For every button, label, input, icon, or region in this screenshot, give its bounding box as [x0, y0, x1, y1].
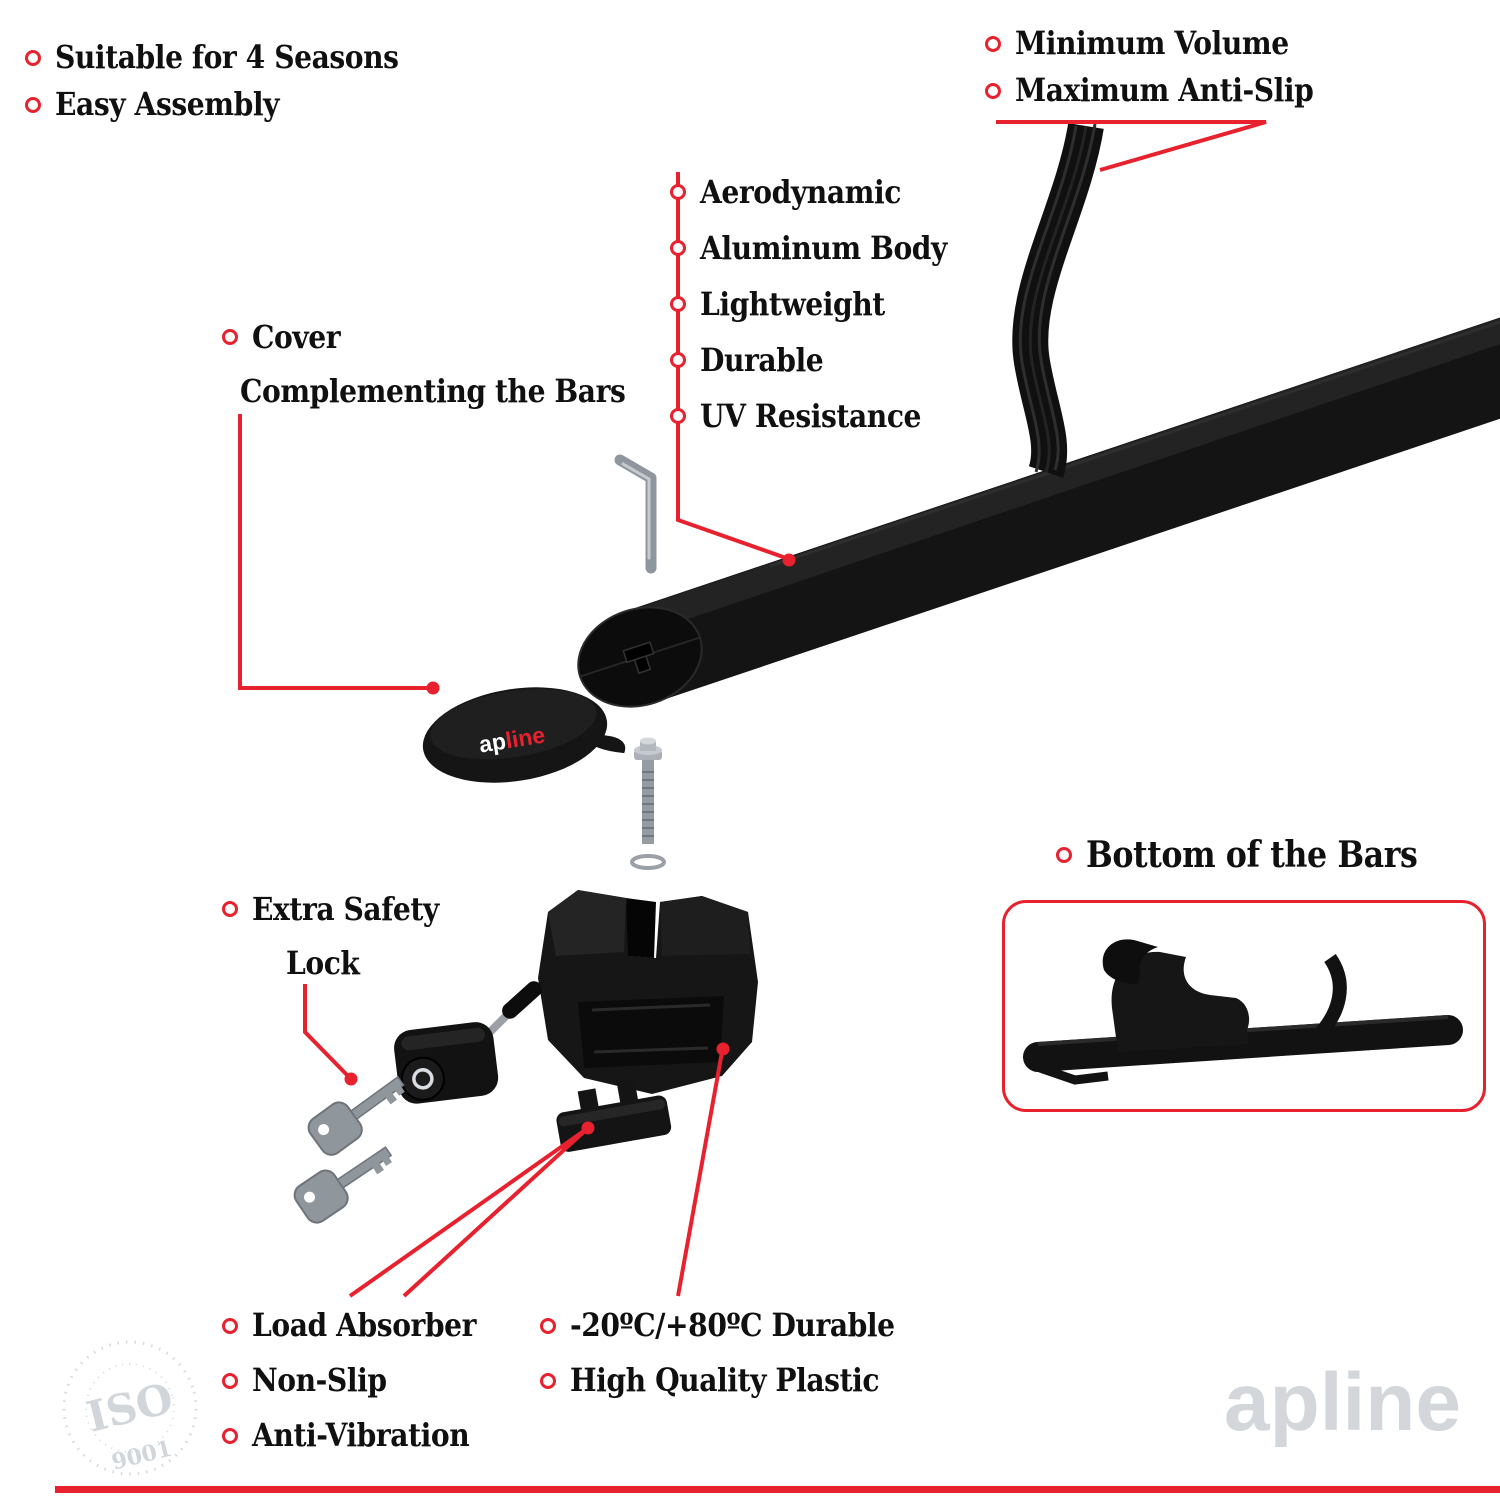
callout-item: Minimum Volume — [985, 20, 1354, 67]
callout-top-left: Suitable for 4 Seasons Easy Assembly — [25, 34, 445, 128]
keyhole-icon — [412, 1068, 434, 1090]
callout-item: UV Resistance — [670, 388, 981, 444]
callout-item: Load Absorber — [222, 1298, 507, 1353]
callout-item: Non-Slip — [222, 1353, 507, 1408]
bullet-icon — [670, 408, 686, 424]
bullet-icon — [985, 35, 1001, 52]
callout-label: Complementing the Bars — [240, 372, 626, 410]
callout-item: -20ºC/+80ºC Durable — [540, 1298, 939, 1353]
callout-bottom-center: -20ºC/+80ºC Durable High Quality Plastic — [540, 1298, 939, 1408]
callout-label: Aluminum Body — [700, 229, 947, 267]
callout-label: Maximum Anti-Slip — [1015, 71, 1314, 109]
callout-label: Bottom of the Bars — [1086, 834, 1418, 876]
callout-item: Complementing the Bars — [222, 364, 678, 418]
callout-safety-lock: Extra Safety Lock — [222, 882, 464, 990]
callout-lines — [238, 120, 1267, 1298]
callout-label: Aerodynamic — [700, 173, 901, 211]
iso-label: ISO — [82, 1373, 178, 1441]
key-icon-1 — [303, 1062, 415, 1161]
callout-item: Easy Assembly — [25, 81, 445, 128]
load-absorber-pad — [556, 1079, 672, 1152]
callout-label: UV Resistance — [700, 397, 922, 435]
callout-item: Extra Safety — [222, 882, 464, 936]
safety-lock — [394, 981, 542, 1104]
callout-item: Anti-Vibration — [222, 1408, 507, 1463]
callout-bottom-left: Load Absorber Non-Slip Anti-Vibration — [222, 1298, 507, 1463]
bullet-icon — [222, 901, 238, 917]
callout-item: Cover — [222, 310, 678, 364]
callout-label: Lock — [286, 944, 360, 982]
callout-item: Maximum Anti-Slip — [985, 67, 1354, 114]
callout-item: High Quality Plastic — [540, 1353, 939, 1408]
allen-key-icon — [614, 454, 657, 574]
brand-watermark: apline — [1224, 1357, 1461, 1448]
bullet-icon — [670, 184, 686, 200]
iso-number: 9001 — [109, 1436, 175, 1476]
foot-clamp — [538, 890, 758, 1094]
bullet-icon — [25, 49, 41, 66]
callout-top-right: Minimum Volume Maximum Anti-Slip — [985, 20, 1354, 114]
crossbar — [577, 317, 1500, 708]
callout-label: Durable — [700, 341, 824, 379]
bottom-of-bars-diagram — [1023, 939, 1463, 1085]
crossbar-end-cap — [577, 606, 703, 708]
callout-bottom-of-bars: Bottom of the Bars — [1056, 832, 1463, 878]
callout-label: -20ºC/+80ºC Durable — [570, 1306, 895, 1344]
bullet-icon — [25, 96, 41, 113]
callout-item: Aerodynamic — [670, 164, 981, 220]
bullet-icon — [222, 1427, 238, 1444]
bullet-icon — [540, 1372, 556, 1389]
bar-cover: apline — [422, 687, 626, 783]
callout-label: High Quality Plastic — [570, 1361, 880, 1399]
callout-label: Easy Assembly — [55, 85, 280, 123]
callout-label: Lightweight — [700, 285, 885, 323]
rubber-strip — [1012, 122, 1104, 478]
bullet-icon — [222, 329, 238, 345]
callout-item: Lock — [222, 936, 464, 990]
bolt — [634, 737, 662, 844]
cover-logo: apline — [477, 722, 547, 758]
bullet-icon — [1056, 847, 1072, 863]
iso-stamp: ISO 9001 — [62, 1340, 198, 1476]
bullet-icon — [540, 1317, 556, 1334]
callout-item: Aluminum Body — [670, 220, 981, 276]
bottom-accent-line — [55, 1486, 1500, 1493]
bullet-icon — [985, 82, 1001, 99]
callout-cover: Cover Complementing the Bars — [222, 310, 678, 418]
callout-item: Suitable for 4 Seasons — [25, 34, 445, 81]
bullet-icon — [670, 352, 686, 368]
callout-label: Suitable for 4 Seasons — [55, 38, 399, 76]
bullet-icon — [670, 240, 686, 256]
callout-label: Load Absorber — [252, 1306, 477, 1344]
callout-item: Lightweight — [670, 276, 981, 332]
washer — [630, 854, 666, 870]
callout-bar-features: Aerodynamic Aluminum Body Lightweight Du… — [670, 164, 981, 444]
callout-item: Bottom of the Bars — [1056, 832, 1463, 878]
bullet-icon — [222, 1372, 238, 1389]
bullet-icon — [222, 1317, 238, 1334]
callout-label: Non-Slip — [252, 1361, 387, 1399]
callout-label: Cover — [252, 318, 341, 356]
callout-item: Durable — [670, 332, 981, 388]
callout-label: Minimum Volume — [1015, 24, 1289, 62]
callout-label: Anti-Vibration — [252, 1416, 470, 1454]
bullet-icon — [670, 296, 686, 312]
callout-label: Extra Safety — [252, 890, 439, 928]
